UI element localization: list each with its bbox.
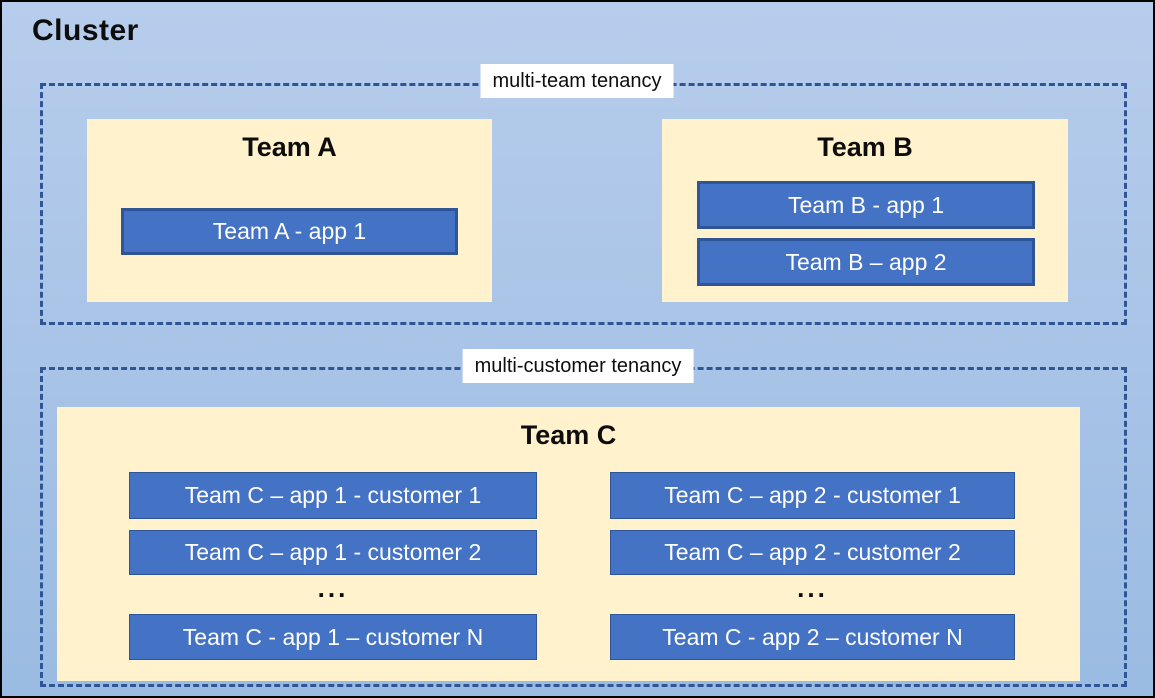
cluster-title: Cluster <box>32 14 139 47</box>
team-c-app1-customer-n: Team C - app 1 – customer N <box>129 614 537 660</box>
team-c-app2-customer-n: Team C - app 2 – customer N <box>610 614 1015 660</box>
team-c-app2-customer-1: Team C – app 2 - customer 1 <box>610 472 1015 519</box>
multi-team-tenancy-box: Team A Team A - app 1 Team B Team B - ap… <box>40 83 1127 325</box>
multi-team-tenancy-label: multi-team tenancy <box>480 64 674 98</box>
team-a-title: Team A <box>242 132 337 162</box>
team-b-app-1: Team B - app 1 <box>697 181 1035 229</box>
multi-customer-tenancy-box: Team C Team C – app 1 - customer 1 Team … <box>40 367 1127 687</box>
team-c-box: Team C Team C – app 1 - customer 1 Team … <box>57 407 1080 681</box>
team-c-app1-customer-1: Team C – app 1 - customer 1 <box>129 472 537 519</box>
team-c-app1-customer-2: Team C – app 1 - customer 2 <box>129 530 537 575</box>
team-a-box: Team A Team A - app 1 <box>87 119 492 302</box>
team-c-app2-ellipsis: ... <box>797 573 828 603</box>
team-c-app2-customer-2: Team C – app 2 - customer 2 <box>610 530 1015 575</box>
team-b-box: Team B Team B - app 1 Team B – app 2 <box>662 119 1068 302</box>
team-c-title: Team C <box>520 420 617 450</box>
team-a-app-1: Team A - app 1 <box>121 208 458 255</box>
team-b-title: Team B <box>817 132 913 162</box>
team-c-app1-ellipsis: ... <box>317 573 349 603</box>
multi-customer-tenancy-label: multi-customer tenancy <box>462 349 694 383</box>
team-b-app-2: Team B – app 2 <box>697 238 1035 286</box>
